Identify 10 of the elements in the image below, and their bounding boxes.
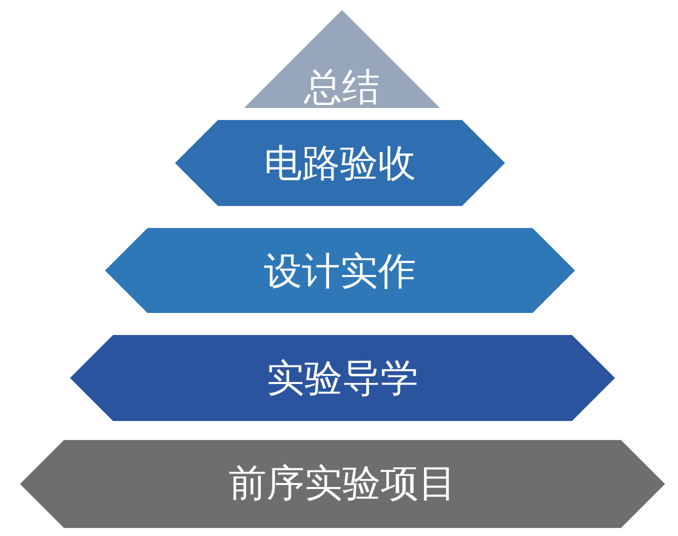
band-label: 前序实验项目	[228, 460, 458, 507]
band-label: 实验导学	[266, 355, 420, 402]
triangle-shape	[244, 10, 440, 108]
hexagon-band	[105, 228, 575, 313]
hexagon-band	[70, 335, 615, 421]
band-label: 设计实作	[263, 248, 417, 295]
band-label: 总结	[302, 64, 381, 111]
band-label: 电路验收	[263, 140, 417, 187]
hexagon-band	[175, 120, 505, 206]
hexagon-band	[20, 440, 665, 528]
